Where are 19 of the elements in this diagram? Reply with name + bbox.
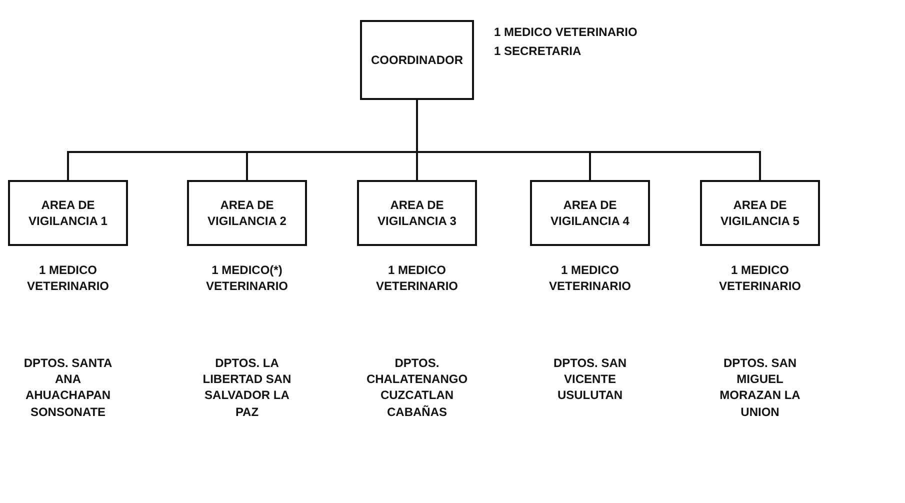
department-list: DPTOS. SANTA ANA AHUACHAPAN SONSONATE	[16, 355, 120, 420]
staff-note: 1 SECRETARIA	[494, 43, 582, 60]
area-box: AREA DE VIGILANCIA 4	[530, 180, 650, 246]
department-list: DPTOS. CHALATENANGO CUZCATLAN CABAÑAS	[365, 355, 469, 420]
department-list: DPTOS. SAN VICENTE USULUTAN	[538, 355, 642, 404]
staff-note: 1 MEDICO VETERINARIO	[548, 262, 632, 294]
staff-note: 1 MEDICO VETERINARIO	[26, 262, 110, 294]
department-list: DPTOS. LA LIBERTAD SAN SALVADOR LA PAZ	[195, 355, 299, 420]
department-list: DPTOS. SAN MIGUEL MORAZAN LA UNION	[708, 355, 812, 420]
area-box: AREA DE VIGILANCIA 2	[187, 180, 307, 246]
coordinator-box: COORDINADOR	[360, 20, 474, 100]
area-box: AREA DE VIGILANCIA 1	[8, 180, 128, 246]
area-box: AREA DE VIGILANCIA 5	[700, 180, 820, 246]
staff-note: 1 MEDICO VETERINARIO	[374, 262, 459, 294]
staff-note: 1 MEDICO VETERINARIO	[718, 262, 802, 294]
staff-note: 1 MEDICO(*) VETERINARIO	[204, 262, 289, 294]
staff-note: 1 MEDICO VETERINARIO	[494, 24, 638, 40]
area-box: AREA DE VIGILANCIA 3	[357, 180, 477, 246]
connector-line	[416, 100, 761, 180]
